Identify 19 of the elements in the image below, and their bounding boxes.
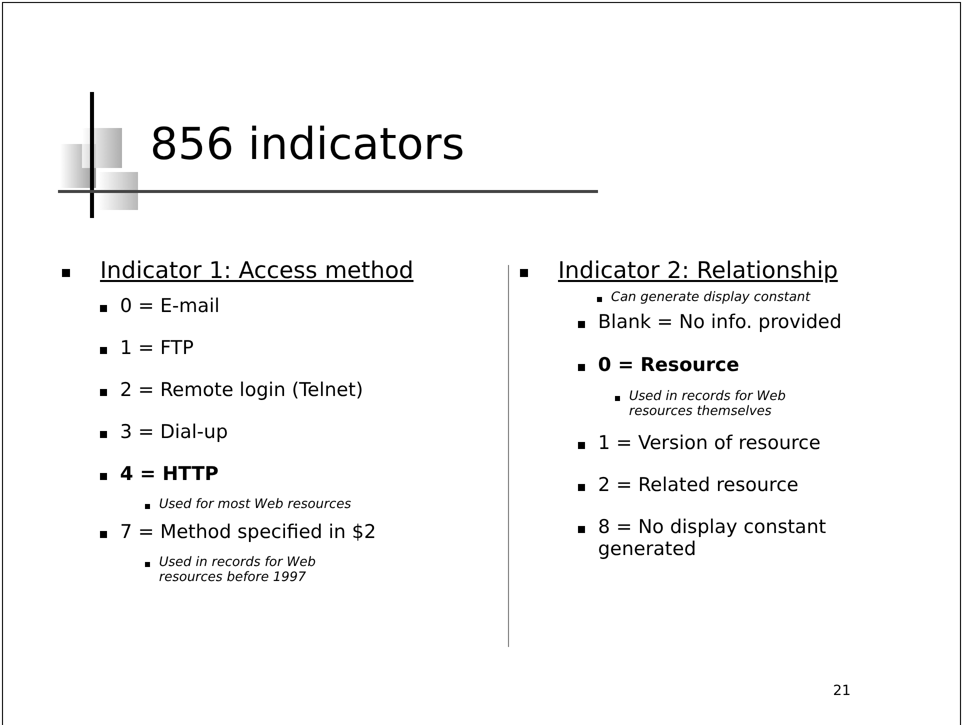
note-text: Used for most Web resources bbox=[159, 498, 352, 513]
list-item: 1 = Version of resource bbox=[598, 433, 821, 455]
list-item: Blank = No info. provided bbox=[598, 312, 842, 334]
list-item: 0 = E-mail bbox=[120, 296, 220, 318]
list-item: 4 = HTTP bbox=[120, 464, 219, 486]
section-heading: Indicator 2: Relationship bbox=[558, 258, 838, 284]
list-item: 2 = Related resource bbox=[598, 475, 798, 497]
list-item: 3 = Dial-up bbox=[120, 422, 228, 444]
list-item: 0 = Resource bbox=[598, 355, 740, 377]
note-text: Can generate display constant bbox=[611, 291, 810, 306]
list-item: 8 = No display constant generated bbox=[598, 517, 828, 561]
note-text: Used in records for Web resources before 1997 bbox=[159, 556, 317, 586]
section-heading: Indicator 1: Access method bbox=[100, 258, 414, 284]
list-item: 7 = Method specified in $2 bbox=[120, 522, 376, 544]
page-number: 21 bbox=[833, 683, 851, 700]
list-item: 2 = Remote login (Telnet) bbox=[120, 380, 364, 402]
list-item: 1 = FTP bbox=[120, 338, 194, 360]
note-text: Used in records for Web resources themselves bbox=[629, 390, 787, 420]
slide-title: 856 indicators bbox=[150, 120, 465, 171]
